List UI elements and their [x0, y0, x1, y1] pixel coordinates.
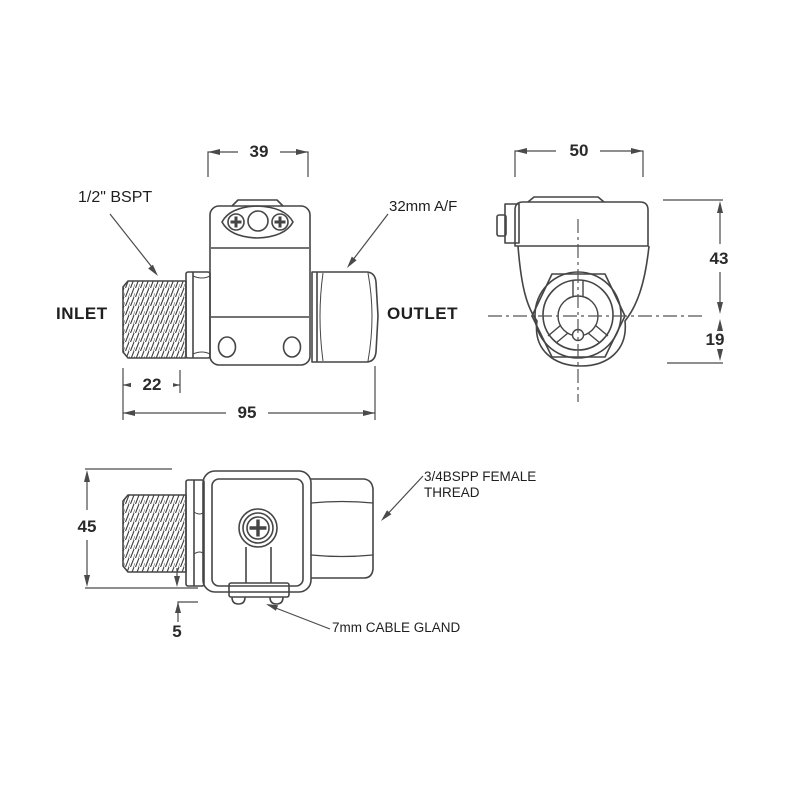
flange-screw-right: [271, 213, 289, 231]
coil-cap-end: [496, 196, 649, 247]
dim-end-width: 50: [558, 142, 600, 159]
valve-body-end: [517, 245, 650, 367]
cable-gland-label: 7mm CABLE GLAND: [332, 620, 461, 636]
coil-flange: [221, 199, 294, 239]
hex-flats-spec-label: 32mm A/F: [389, 198, 458, 215]
cover-screw: [238, 508, 278, 548]
cable-gland: [228, 547, 290, 605]
end-view-dimensions: [514, 148, 723, 364]
centerlines: [488, 219, 704, 402]
connector-pin: [496, 214, 507, 237]
dim-coil-width: 39: [238, 143, 280, 160]
connector-tab: [504, 203, 520, 244]
dim-center-to-bottom: 19: [696, 331, 734, 348]
dim-thread-length: 22: [131, 376, 173, 393]
bottom-view-dimensions: [84, 468, 424, 630]
outlet-hex-side: [311, 271, 379, 363]
dim-body-height: 45: [66, 518, 108, 535]
side-view: [122, 199, 379, 366]
inlet-label: INLET: [56, 304, 108, 323]
outlet-thread-spec-line2: THREAD: [424, 485, 480, 501]
outlet-hex-bottom: [310, 478, 374, 579]
flange-screw-left: [227, 213, 245, 231]
inlet-hex-bottom: [185, 479, 205, 587]
inlet-thread-spec-label: 1/2" BSPT: [78, 189, 153, 207]
inlet-hex-nut: [185, 271, 211, 359]
end-view: [488, 196, 704, 402]
bottom-view: [122, 470, 374, 605]
inlet-thread: [122, 280, 187, 359]
dim-gland-offset: 5: [156, 623, 198, 640]
inlet-thread-bottom: [122, 494, 187, 573]
valve-body-bottom: [202, 470, 312, 593]
dim-overall-length: 95: [226, 404, 268, 421]
dim-center-to-top: 43: [700, 250, 738, 267]
flange-center-port: [247, 210, 269, 232]
outlet-label: OUTLET: [387, 304, 458, 323]
outlet-thread-spec-line1: 3/4BSPP FEMALE: [424, 469, 537, 485]
valve-body-side: [209, 205, 311, 366]
